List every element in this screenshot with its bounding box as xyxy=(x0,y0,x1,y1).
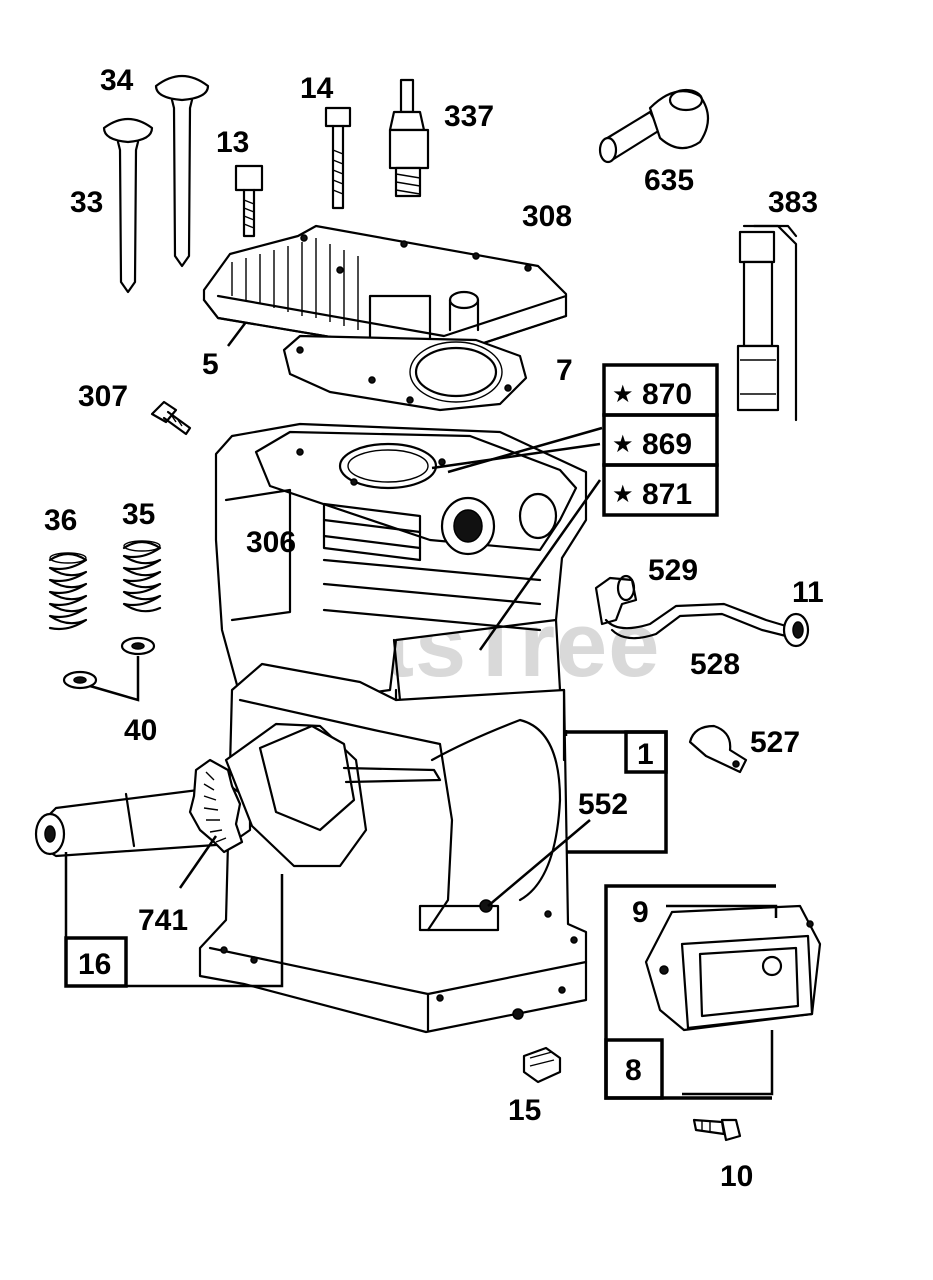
bolt-14[interactable] xyxy=(324,106,352,210)
label-5: 5 xyxy=(202,348,219,381)
spark-plug-boot-635[interactable] xyxy=(598,88,710,164)
valve-spring-36[interactable] xyxy=(48,552,88,631)
svg-text:869: 869 xyxy=(642,428,692,461)
breather-assembly-9[interactable] xyxy=(644,904,822,1032)
valve-retainers-40[interactable] xyxy=(62,636,156,702)
label-337: 337 xyxy=(444,100,494,133)
cylinder-head-308[interactable] xyxy=(202,224,568,358)
spark-plug-337[interactable] xyxy=(388,78,430,198)
breather-elbow-529[interactable] xyxy=(594,574,638,626)
callout-box-1: 1 xyxy=(566,730,668,854)
label-308: 308 xyxy=(522,200,572,233)
label-529: 529 xyxy=(648,554,698,587)
label-40: 40 xyxy=(124,714,157,747)
callout-box-871: ★ 871 xyxy=(602,463,719,517)
label-15: 15 xyxy=(508,1094,541,1127)
callout-box-8: 8 xyxy=(604,884,776,1100)
svg-text:★: ★ xyxy=(612,481,634,508)
svg-text:871: 871 xyxy=(642,478,692,511)
head-gasket-7[interactable] xyxy=(282,334,528,412)
label-306: 306 xyxy=(246,526,296,559)
valve-spring-35[interactable] xyxy=(122,540,162,613)
screw-307[interactable] xyxy=(150,400,192,436)
label-527: 527 xyxy=(750,726,800,759)
label-33: 33 xyxy=(70,186,103,219)
svg-text:8: 8 xyxy=(625,1054,642,1087)
label-9: 9 xyxy=(632,896,649,929)
leader-lines xyxy=(64,321,778,1096)
grommet-11[interactable] xyxy=(782,612,810,648)
label-10: 10 xyxy=(720,1160,753,1193)
svg-text:1: 1 xyxy=(637,738,654,771)
label-741: 741 xyxy=(138,904,188,937)
label-307: 307 xyxy=(78,380,128,413)
label-14: 14 xyxy=(300,72,334,105)
svg-text:★: ★ xyxy=(612,381,634,408)
bolt-13[interactable] xyxy=(234,164,264,238)
label-35: 35 xyxy=(122,498,155,531)
crankshaft-gear-741[interactable] xyxy=(188,758,244,854)
callout-box-16: 16 xyxy=(64,936,128,988)
breather-tube-528[interactable] xyxy=(604,602,788,640)
label-13: 13 xyxy=(216,126,249,159)
label-383: 383 xyxy=(768,186,818,219)
label-36: 36 xyxy=(44,504,77,537)
clamp-527[interactable] xyxy=(688,724,748,774)
label-635: 635 xyxy=(644,164,694,197)
label-11: 11 xyxy=(792,576,824,609)
callout-labels: 34 14 337 13 33 635 308 383 5 7 307 36 3… xyxy=(44,64,824,1193)
label-552: 552 xyxy=(578,788,628,821)
crankcase-1[interactable] xyxy=(198,662,588,1034)
cylinder-block-306[interactable] xyxy=(214,422,588,702)
breather-tube-383[interactable] xyxy=(736,224,798,422)
callout-box-869: ★ 869 xyxy=(602,413,719,467)
valve-33[interactable] xyxy=(102,117,154,294)
label-528: 528 xyxy=(690,648,740,681)
svg-text:★: ★ xyxy=(612,431,634,458)
label-34: 34 xyxy=(100,64,134,97)
label-7: 7 xyxy=(556,354,573,387)
screw-10[interactable] xyxy=(692,1118,742,1142)
callout-box-870: ★ 870 xyxy=(602,363,719,417)
drain-plug-15[interactable] xyxy=(522,1046,562,1084)
svg-text:16: 16 xyxy=(78,948,111,981)
valve-34[interactable] xyxy=(154,74,210,268)
svg-text:870: 870 xyxy=(642,378,692,411)
